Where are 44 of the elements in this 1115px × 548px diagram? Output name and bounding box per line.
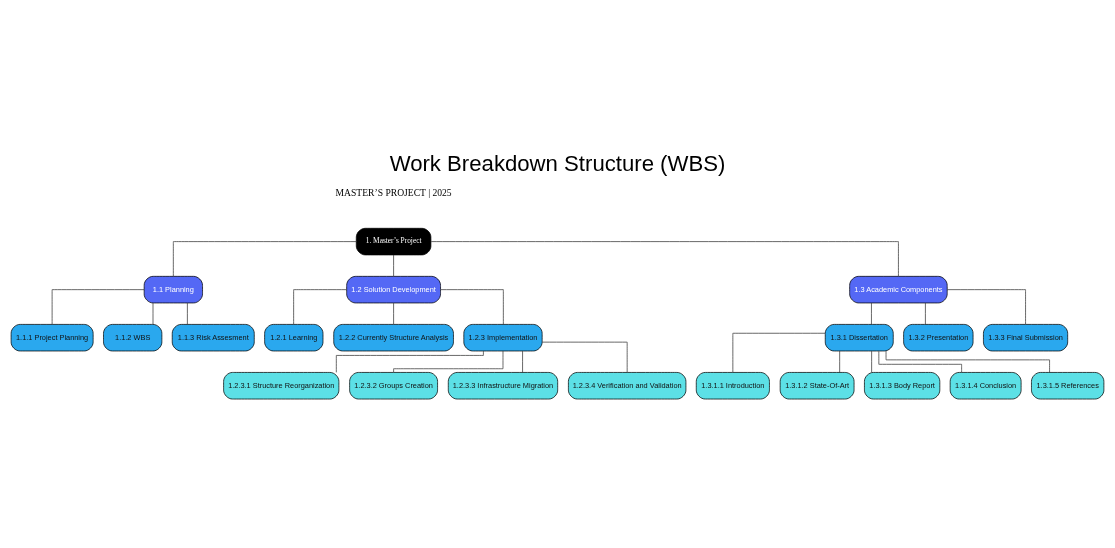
connector [522, 350, 523, 373]
node-box: 1.3.1.5 References [1031, 371, 1105, 399]
connector [293, 288, 347, 325]
node-box: 1.2.3.2 Groups Creation [349, 371, 438, 399]
connector [172, 240, 357, 277]
connector [871, 350, 872, 373]
diagram-title: Work Breakdown Structure (WBS) [389, 150, 726, 176]
node-box: 1.3.1 Dissertation [824, 323, 894, 351]
node-box: 1.2.2 Currently Structure Analysis [333, 323, 454, 351]
node-box: 1.2.3.3 Infrastructure Migration [447, 371, 559, 399]
node-box: 1.2.1 Learning [264, 323, 324, 351]
connector [839, 350, 841, 373]
connector [152, 302, 154, 325]
connector [430, 240, 899, 277]
connector [393, 302, 394, 325]
node-box: 1.2.3 Implementation [463, 323, 543, 351]
node-box: 1.3.1.3 Body Report [864, 371, 941, 399]
connector [393, 254, 394, 277]
node-box: 1.3.1.2 State-Of-Art [779, 371, 855, 399]
node-box: 1.1.2 WBS [103, 323, 163, 351]
connector [878, 350, 962, 373]
connector [871, 302, 872, 325]
node-box: 1.1.1 Project Planning [10, 323, 94, 351]
node-box: 1.2.3.1 Structure Reorganization [223, 371, 340, 399]
node-box: 1.3.2 Presentation [903, 323, 974, 351]
connector [393, 350, 504, 373]
connector [440, 288, 504, 325]
node-box: 1.2 Solution Development [346, 275, 441, 303]
node-box: 1.3 Academic Components [849, 275, 948, 303]
node-box: 1.3.1.4 Conclusion [949, 371, 1022, 399]
connector [925, 302, 926, 325]
connector [732, 332, 826, 373]
node-box: 1.3.3 Final Submission [983, 323, 1069, 351]
node-box: 1. Master’s Project [355, 227, 432, 255]
node-box: 1.1 Planning [143, 275, 203, 303]
label: MASTER’S PROJECT | 2025 [335, 186, 452, 198]
connector [541, 341, 628, 373]
connector [946, 288, 1026, 325]
node-box: 1.2.3.4 Verification and Validation [568, 371, 687, 399]
connector [51, 288, 145, 325]
node-box: 1.3.1.1 Introduction [695, 371, 770, 399]
node-box: 1.1.3 Risk Assesment [171, 323, 255, 351]
connector [335, 350, 484, 373]
connector [187, 302, 188, 325]
